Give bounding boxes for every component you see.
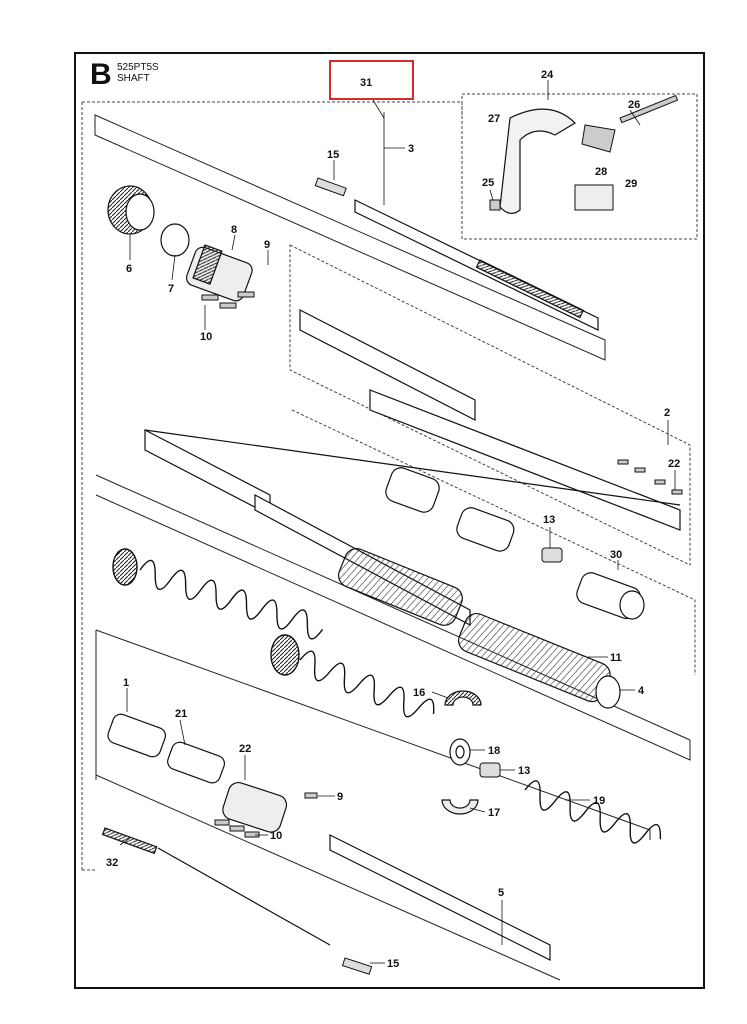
callout-2[interactable]: 2 [664,407,670,419]
section-outline-3 [95,629,651,840]
callout-8[interactable]: 8 [231,224,237,236]
part-1-coupling [107,713,167,758]
callout-15-bottom[interactable]: 15 [387,958,399,970]
leader-26 [629,109,641,126]
callout-13-top[interactable]: 13 [543,514,555,526]
part-15-pin-bottom [341,957,373,975]
part-3-drive-shaft [354,199,599,331]
model-label: 525PT5S [117,62,159,73]
callout-16[interactable]: 16 [413,687,425,699]
part-23-screws [617,459,683,495]
spring-middle [270,634,435,718]
highlighted-callout-box[interactable] [329,60,414,100]
ribbed-tube-upper [338,548,463,626]
part-22-clamp [222,782,288,833]
part-16-half-shell [444,690,482,706]
callout-21[interactable]: 21 [175,708,187,720]
callout-10-top[interactable]: 10 [200,331,212,343]
callout-15-top[interactable]: 15 [327,149,339,161]
callout-6[interactable]: 6 [126,263,132,275]
section-label: SHAFT [117,73,150,84]
spring-upper [112,548,324,640]
callout-11[interactable]: 11 [610,652,622,664]
callout-28[interactable]: 28 [595,166,607,178]
callout-3[interactable]: 3 [408,143,414,155]
callout-29[interactable]: 29 [625,178,637,190]
tube-lower [369,389,681,531]
callout-4[interactable]: 4 [638,685,645,697]
callout-19[interactable]: 19 [593,795,605,807]
callout-32[interactable]: 32 [106,857,118,869]
part-13-bush-lower [479,762,501,778]
callout-10-bottom[interactable]: 10 [270,830,282,842]
page-frame [74,52,705,989]
callout-22[interactable]: 22 [239,743,251,755]
leader-21 [179,719,186,746]
leader-25 [489,189,494,201]
callout-17[interactable]: 17 [488,807,500,819]
group-outline-24 [461,93,698,240]
callout-13-bottom[interactable]: 13 [518,765,530,777]
section-outline-1 [94,114,606,361]
callout-5[interactable]: 5 [498,887,504,899]
part-32-flex-shaft [101,827,331,946]
leader-16 [431,691,449,699]
part-17-half-shell [441,799,479,815]
section-letter: B [90,58,112,91]
part-8-clamp [185,244,253,302]
part-28-spacer [574,184,614,211]
callout-31[interactable]: 31 [360,77,372,89]
part-18-washer [449,738,471,766]
callout-26[interactable]: 26 [628,99,640,111]
part-5-tube [329,834,551,961]
part-25-nut [489,199,501,211]
section-outline-4 [95,774,561,981]
part-19-spring [524,780,662,844]
callout-numbers: 31 3 15 24 27 26 28 29 25 6 7 8 9 10 2 2… [106,69,680,970]
part-13-bush-upper [541,547,563,563]
leader-17 [469,807,486,813]
callout-18[interactable]: 18 [488,745,500,757]
part-10-screws-top [201,291,255,309]
callout-9-top[interactable]: 9 [264,239,270,251]
leader-31 [372,99,385,119]
part-7-sleeve [160,223,190,257]
callout-9-bottom[interactable]: 9 [337,791,343,803]
callout-25[interactable]: 25 [482,177,494,189]
part-27-handle-bracket [499,108,576,214]
callout-23[interactable]: 22 [668,458,680,470]
part-4-ribbed-tube [458,613,621,709]
callout-7[interactable]: 7 [168,283,174,295]
part-30-coupler [576,572,645,620]
part-6-knob [107,185,155,235]
leader-32 [119,837,131,846]
part-15-pin-top [314,177,347,197]
part-9-screw-bottom [304,792,318,799]
callout-27[interactable]: 27 [488,113,500,125]
callout-24[interactable]: 24 [541,69,554,81]
tube-upper [299,309,476,421]
callout-30[interactable]: 30 [610,549,622,561]
section-outline-2 [95,474,691,761]
part-21-sleeve [167,741,226,784]
group-outline-4 [291,409,696,675]
leader-8 [231,234,236,251]
sleeve-pieces [385,467,515,552]
callout-1[interactable]: 1 [123,677,129,689]
leader-7 [171,254,176,281]
part-10-screws-bottom [214,819,260,838]
group-outline-2 [289,244,691,566]
tube-mid [144,429,681,506]
part-29-wing-nut [581,124,616,153]
